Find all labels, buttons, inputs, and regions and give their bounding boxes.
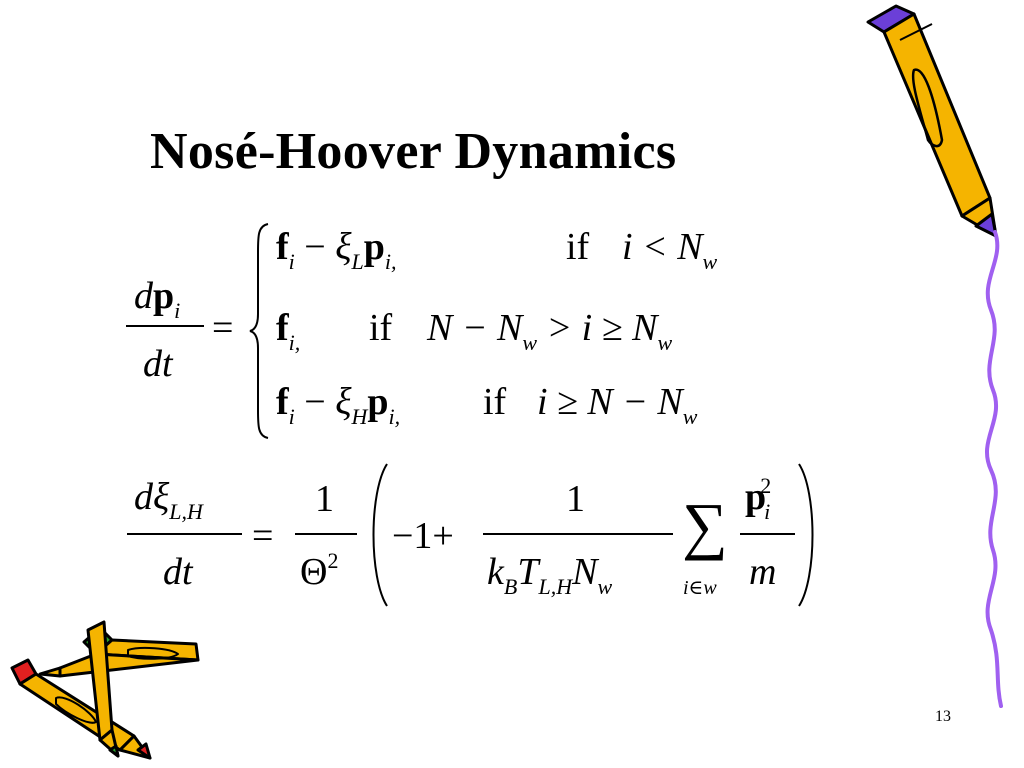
case2-cond-sub1: w xyxy=(522,330,538,355)
eq2-T-sub: L,H xyxy=(538,574,573,599)
eq1-left-brace xyxy=(249,223,269,439)
eq1-p: p xyxy=(153,275,175,317)
case3-f: f xyxy=(276,381,289,423)
case1-p-sub: i, xyxy=(384,249,397,274)
slide-title: Nosé-Hoover Dynamics xyxy=(150,123,677,180)
eq2-lhs-numerator: dξL,H xyxy=(134,476,203,523)
case1-xi: ξ xyxy=(335,226,352,268)
eq2-right-paren xyxy=(798,463,814,607)
eq2-dxi-sub: L,H xyxy=(169,499,203,524)
eq1-case3-expression: fi − ξHpi, xyxy=(276,381,400,428)
squiggle-line-decoration xyxy=(984,230,1003,708)
eq2-frac1-denominator: Θ2 xyxy=(300,550,338,593)
case3-xi-sub: H xyxy=(351,404,368,429)
eq2-lhs-denominator: dt xyxy=(163,551,193,593)
eq1-case2-expression: fi, xyxy=(276,307,300,354)
case2-cond-rest: > i ≥ N xyxy=(546,307,658,349)
case1-cond-text: i < N xyxy=(622,226,703,268)
eq1-case1-expression: fi − ξLpi, xyxy=(276,226,397,273)
eq2-equals: = xyxy=(252,515,274,557)
case3-p-sub: i, xyxy=(388,404,401,429)
eq2-frac1-numerator: 1 xyxy=(315,478,334,520)
eq1-case2-condition: N − Nw > i ≥ Nw xyxy=(427,307,672,354)
page-number: 13 xyxy=(935,708,951,725)
case2-f-sub: i, xyxy=(288,330,301,355)
eq1-case2-if: if xyxy=(369,307,393,349)
case2-cond-text: N − N xyxy=(427,307,523,349)
eq2-k-sub: B xyxy=(503,574,518,599)
case1-p: p xyxy=(363,226,385,268)
eq1-fraction-bar xyxy=(126,325,204,327)
eq1-case3-condition: i ≥ N − Nw xyxy=(537,381,697,428)
eq2-frac3-numerator: pi2 xyxy=(745,475,771,523)
eq2-N: N xyxy=(572,551,598,593)
eq2-fraction-bar-1 xyxy=(295,533,357,535)
case3-p: p xyxy=(367,381,389,423)
eq1-lhs-numerator: dpi xyxy=(134,275,180,322)
eq2-N-sub: w xyxy=(597,574,613,599)
eq2-k: k xyxy=(487,551,504,593)
eq2-fraction-bar-lhs xyxy=(127,533,242,535)
eq1-case3-if: if xyxy=(483,381,507,423)
case3-cond-text: i ≥ N − N xyxy=(537,381,683,423)
eq2-frac3-denominator: m xyxy=(749,551,777,593)
eq2-theta-sup: 2 xyxy=(327,548,339,573)
eq2-p-sub: i xyxy=(764,499,771,524)
eq2-sum-symbol: ∑ xyxy=(682,490,728,561)
case1-xi-sub: L xyxy=(351,249,364,274)
eq2-left-paren xyxy=(372,463,388,607)
eq1-case1-condition: i < Nw xyxy=(622,226,717,273)
case1-f: f xyxy=(276,226,289,268)
case2-cond-sub2: w xyxy=(657,330,673,355)
case3-f-sub: i xyxy=(288,404,295,429)
eq2-p: p xyxy=(745,476,767,518)
case1-cond-sub: w xyxy=(702,249,718,274)
eq2-fraction-bar-2 xyxy=(483,533,673,535)
eq2-T: T xyxy=(517,551,539,593)
eq2-frac2-denominator: kBTL,HNw xyxy=(487,551,612,598)
case1-f-sub: i xyxy=(288,249,295,274)
eq2-fraction-bar-3 xyxy=(740,533,795,535)
eq1-d: d xyxy=(134,275,153,317)
pencil-icon-large xyxy=(866,4,998,238)
eq1-sub-i: i xyxy=(174,298,181,323)
eq2-sum-index: i∈w xyxy=(683,577,717,599)
eq2-dxi: dξ xyxy=(134,476,170,518)
crossed-pencils-icon xyxy=(10,620,200,760)
case3-cond-sub: w xyxy=(682,404,698,429)
eq2-p-sup: 2 xyxy=(760,473,772,498)
eq1-equals: = xyxy=(212,307,234,349)
case1-minus: − xyxy=(304,226,326,268)
eq1-case1-if: if xyxy=(566,226,590,268)
eq1-lhs-denominator: dt xyxy=(143,343,173,385)
eq2-frac2-numerator: 1 xyxy=(566,478,585,520)
case3-minus: − xyxy=(304,381,326,423)
case3-xi: ξ xyxy=(335,381,352,423)
case2-f: f xyxy=(276,307,289,349)
eq2-minus-one-plus: −1+ xyxy=(392,515,454,557)
eq2-theta: Θ xyxy=(300,551,328,593)
